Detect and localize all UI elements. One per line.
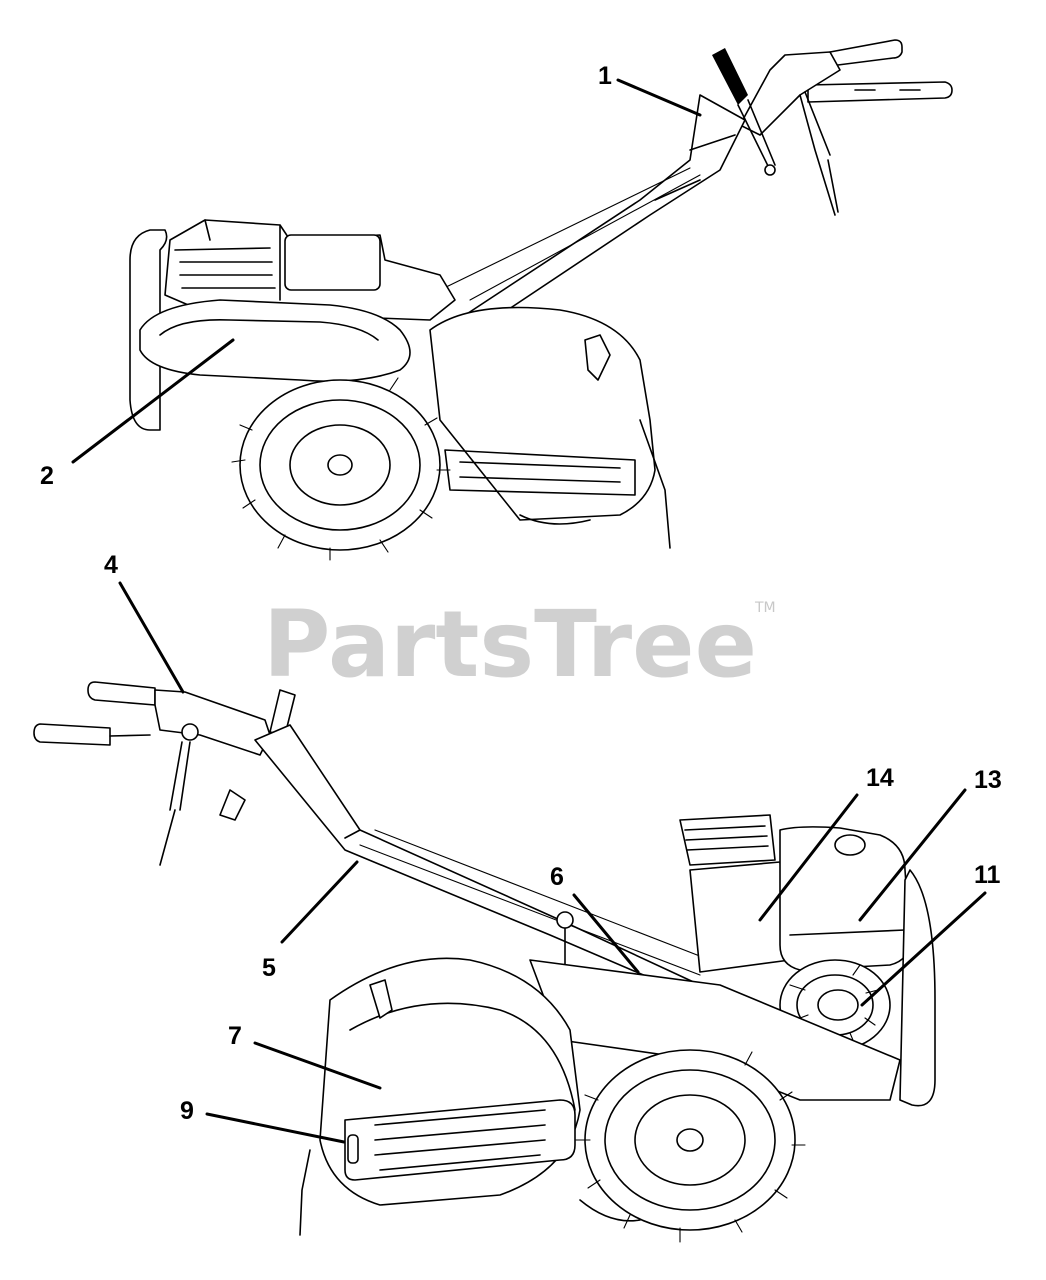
callout-5: 5 [262, 860, 359, 982]
handle-grip-left-upper [87, 681, 156, 706]
callout-label: 14 [866, 764, 894, 792]
callout-6: 6 [550, 863, 640, 974]
callout-2: 2 [40, 338, 235, 490]
tine-shield [429, 306, 656, 521]
callout-label: 5 [262, 954, 276, 982]
handle-tube-bottom [254, 724, 701, 996]
callout-1: 1 [598, 62, 702, 117]
callout-label: 1 [598, 62, 612, 90]
belt-cover [139, 299, 411, 383]
callout-label: 4 [104, 551, 118, 579]
air-cleaner [689, 861, 791, 973]
callout-7: 7 [228, 1022, 382, 1090]
shift-lever-grip [712, 48, 748, 105]
engine-bottom [679, 814, 936, 1107]
callout-label: 11 [974, 861, 1001, 889]
trademark-symbol: TM [754, 600, 776, 616]
watermark-text: PartsTree [263, 591, 757, 698]
tiller-bottom-view [33, 681, 936, 1243]
callout-label: 2 [40, 462, 54, 490]
handle-grip-left-lower [33, 723, 111, 746]
handle-grip-lower [807, 81, 953, 103]
wheel-bottom [575, 1049, 806, 1243]
handle-frame [739, 51, 841, 136]
callout-label: 6 [550, 863, 564, 891]
callout-11: 11 [860, 861, 1001, 1007]
handle-grip-upper [829, 39, 903, 67]
wheel-top [231, 377, 451, 561]
callout-13: 13 [858, 766, 1002, 922]
handle-tube [449, 94, 746, 336]
callout-label: 13 [974, 766, 1002, 794]
tiller-top-view [129, 39, 953, 561]
watermark: PartsTree TM [263, 591, 776, 698]
handle-frame-bottom [154, 689, 271, 756]
callout-9: 9 [180, 1097, 346, 1144]
bumper-bottom [899, 869, 936, 1107]
shield-decal [344, 1099, 576, 1181]
callout-4: 4 [104, 551, 185, 694]
callout-14: 14 [758, 764, 894, 922]
callout-label: 7 [228, 1022, 242, 1050]
callout-label: 9 [180, 1097, 194, 1125]
